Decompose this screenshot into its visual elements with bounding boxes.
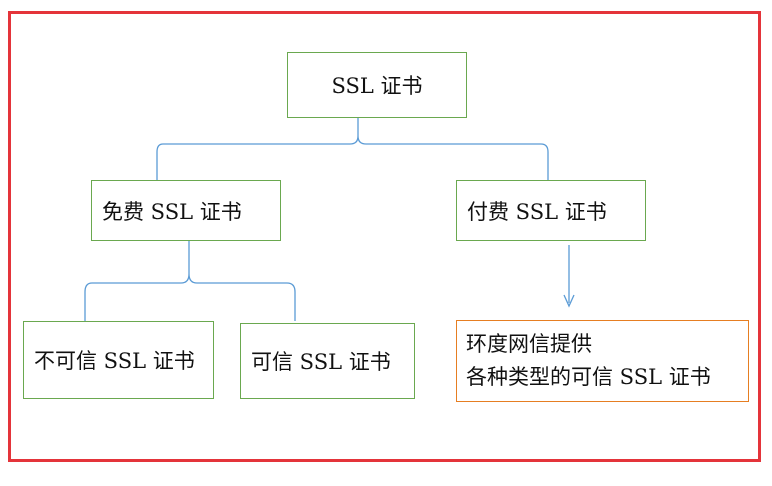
provider-node: 环度网信提供 各种类型的可信 SSL 证书: [456, 320, 749, 402]
diagram-frame: [8, 11, 761, 462]
provider-line2: 各种类型的可信 SSL 证书: [466, 365, 711, 389]
paid-ssl-node: 付费 SSL 证书: [456, 180, 646, 241]
trusted-ssl-node: 可信 SSL 证书: [240, 323, 415, 399]
root-node-label: SSL 证书: [331, 74, 423, 98]
paid-arrow-head: [563, 294, 575, 308]
free-brace-connector: [84, 241, 296, 321]
free-ssl-node: 免费 SSL 证书: [91, 180, 281, 241]
trusted-ssl-label: 可信 SSL 证书: [251, 350, 391, 374]
free-ssl-label: 免费 SSL 证书: [102, 199, 242, 224]
provider-line1: 环度网信提供: [466, 332, 592, 356]
untrusted-ssl-label: 不可信 SSL 证书: [34, 349, 195, 373]
paid-ssl-label: 付费 SSL 证书: [467, 199, 607, 224]
root-node: SSL 证书: [287, 52, 467, 118]
root-brace-connector: [156, 114, 549, 180]
untrusted-ssl-node: 不可信 SSL 证书: [23, 321, 214, 399]
